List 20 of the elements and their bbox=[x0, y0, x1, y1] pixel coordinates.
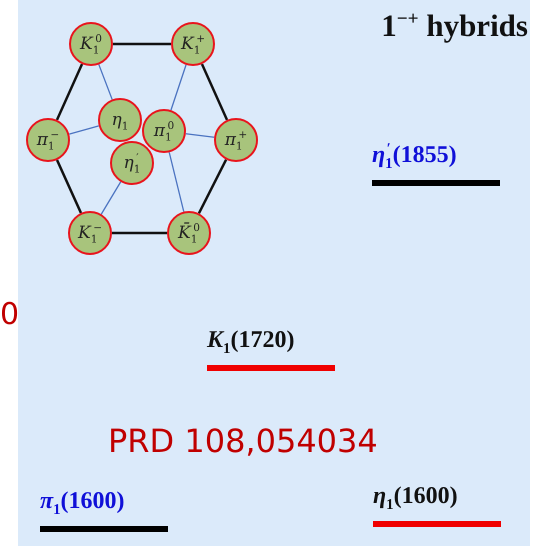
reference-text: PRD 108,054034 bbox=[108, 424, 378, 460]
connector-line bbox=[100, 182, 122, 214]
title: 1$^{−+}$ hybrids bbox=[381, 8, 528, 44]
connector-line bbox=[56, 64, 84, 120]
connector-line bbox=[186, 133, 214, 138]
connector-line bbox=[98, 64, 113, 100]
connector-line bbox=[200, 64, 228, 120]
connector-line bbox=[69, 125, 99, 135]
connector-line bbox=[112, 232, 167, 234]
level-label: π$_{1}$(1600) bbox=[40, 488, 125, 514]
level-label: η$_{1}$(1600) bbox=[373, 483, 458, 510]
connector-line bbox=[170, 64, 187, 110]
particle-symbol: η$_{1}$ bbox=[112, 112, 128, 128]
connector-line bbox=[168, 152, 184, 212]
level-label: K$_{1}$(1720) bbox=[207, 327, 294, 354]
level-label: η$_{1}$$^{′}$(1855) bbox=[372, 142, 457, 168]
text-fragment: 0 bbox=[0, 298, 20, 331]
connector-line bbox=[113, 42, 171, 46]
connector-line bbox=[56, 160, 82, 214]
connector-line bbox=[198, 159, 228, 214]
